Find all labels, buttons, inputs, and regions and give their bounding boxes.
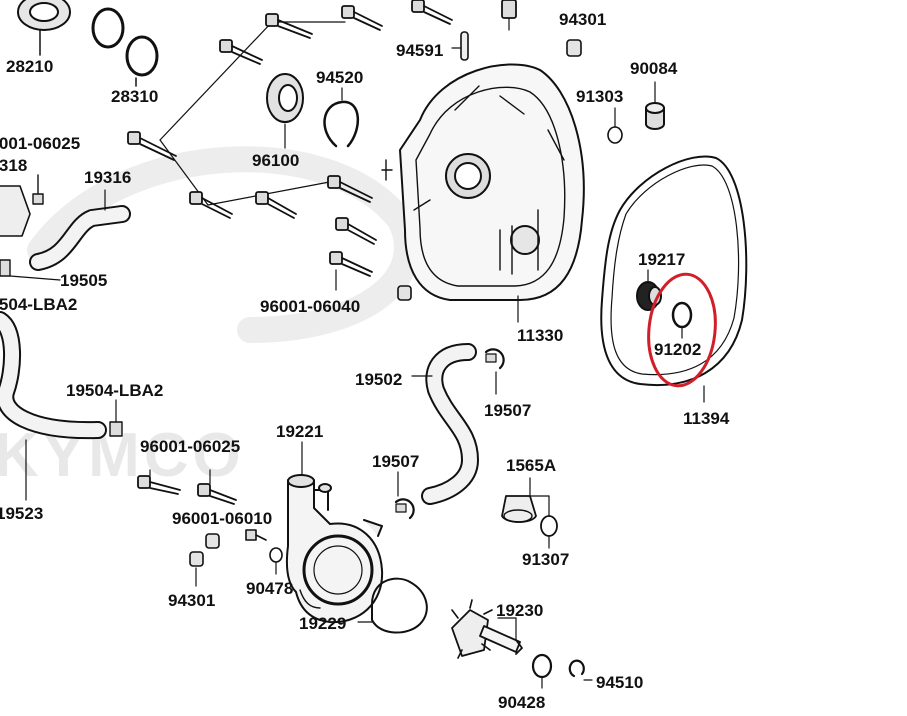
- label-91303: 91303: [576, 87, 624, 106]
- seal-91202-icon: [671, 301, 693, 329]
- label-96001-06025: 96001-06025: [140, 437, 241, 456]
- gasket-19229-icon: [371, 577, 428, 634]
- label-19502: 19502: [355, 370, 403, 389]
- bolt-90318-icon: [32, 174, 44, 205]
- label-90428: 90428: [498, 693, 546, 712]
- dowel-center-icon: [397, 285, 412, 301]
- dowel-94301-top-icon: [566, 39, 582, 57]
- label-96001-06040: 96001-06040: [260, 297, 361, 316]
- seal-19217-icon: [636, 281, 662, 311]
- label-11330: 11330: [517, 326, 564, 345]
- o-ring-28310-b-icon: [125, 35, 159, 77]
- circlip-94510-icon: [568, 659, 585, 678]
- washer-90478-icon: [269, 547, 283, 563]
- label-90318: 90318: [0, 156, 28, 175]
- label-19504-lba2-top: 19504-LBA2: [0, 295, 78, 314]
- gasket-11394-icon: [600, 155, 748, 386]
- label-91202: 91202: [654, 340, 702, 359]
- label-19316: 19316: [84, 168, 132, 187]
- circlip-94520-icon: [323, 100, 360, 148]
- label-96100: 96100: [252, 151, 300, 170]
- label-94510: 94510: [596, 673, 644, 692]
- impeller-shaft-19230-icon: [451, 599, 523, 659]
- label-28310: 28310: [111, 87, 159, 106]
- pin-94591-icon: [460, 31, 469, 61]
- label-96001-06025-top: 96001-06025: [0, 134, 81, 153]
- label-96001-06010: 96001-06010: [172, 509, 273, 528]
- label-94591: 94591: [396, 41, 444, 60]
- plug-90084-icon: [645, 81, 665, 130]
- label-19221: 19221: [276, 422, 324, 441]
- water-pump-housing-19221-icon: [286, 474, 384, 624]
- clamp-19504-icon: [109, 421, 123, 437]
- label-19507-top: 19507: [484, 401, 532, 420]
- o-ring-28310-a-icon: [91, 7, 125, 49]
- bolts-96001-06025-lower-icon: [137, 469, 237, 505]
- seal-90428-icon: [531, 653, 553, 679]
- clamp-left-icon: [0, 259, 11, 277]
- label-19504-lba2: 19504-LBA2: [66, 381, 164, 400]
- label-19523: 19523: [0, 504, 44, 523]
- bolt-96001-06010-icon: [245, 529, 267, 541]
- seal-28210-icon: [17, 0, 71, 56]
- label-28210: 28210: [6, 57, 54, 76]
- label-94520: 94520: [316, 68, 364, 87]
- label-90084: 90084: [630, 59, 678, 78]
- label-19217: 19217: [638, 250, 686, 269]
- washer-91303-icon: [607, 126, 623, 144]
- label-1565a: 1565A: [506, 456, 557, 475]
- label-11394: 11394: [683, 409, 730, 428]
- dowel-94301-a-icon: [205, 533, 220, 549]
- bearing-96100-icon: [266, 73, 304, 149]
- label-94301: 94301: [168, 591, 216, 610]
- label-19505: 19505: [60, 271, 108, 290]
- clamp-19507-top-icon: [484, 348, 505, 370]
- label-90478: 90478: [246, 579, 294, 598]
- clamp-19507-lower-icon: [394, 498, 415, 520]
- watermark-swoosh: [27, 146, 420, 343]
- dowel-94301-b-icon: [189, 551, 204, 567]
- highlight-circle-91202: [647, 272, 717, 388]
- label-19507: 19507: [372, 452, 420, 471]
- bracket-left-icon: [0, 185, 31, 237]
- label-19229: 19229: [299, 614, 347, 633]
- thermostat-1565a-icon: [501, 477, 558, 549]
- crankcase-cover-11330-icon: [381, 63, 585, 301]
- label-94301-top: 94301: [559, 10, 607, 29]
- bolt-group-top-icon: [127, 0, 517, 291]
- label-19230: 19230: [496, 601, 544, 620]
- label-91307: 91307: [522, 550, 570, 569]
